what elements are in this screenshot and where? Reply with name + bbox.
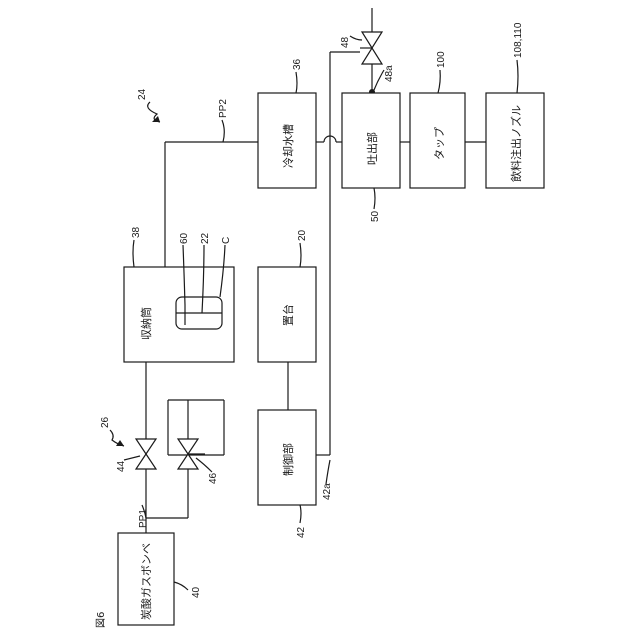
ref-100: 100 [436, 51, 447, 68]
storage-label: 収納筒 [139, 307, 153, 340]
nozzle-label: 飲料注出ノズル [509, 105, 523, 182]
ref-pp1: PP1 [138, 509, 149, 528]
figure-label: 図6 [95, 612, 107, 628]
ref-24: 24 [137, 88, 148, 100]
cooling-tank-block: 冷却水槽 [258, 93, 316, 188]
valve-44 [136, 439, 156, 469]
ref-60: 60 [179, 232, 190, 244]
ref-42a: 42a [322, 483, 333, 500]
valve-48 [360, 32, 382, 64]
control-block: 制御部 [258, 410, 316, 505]
stand-block: 置台 [258, 267, 316, 362]
ref-20: 20 [297, 229, 308, 241]
storage-block: 収納筒 [124, 267, 234, 362]
ref-108-110: 108,110 [513, 22, 524, 58]
co2-cylinder-block: 炭酸ガスボンベ [118, 533, 174, 625]
ref-50: 50 [370, 210, 381, 222]
ref-c: C [221, 237, 232, 244]
ref-26: 26 [100, 416, 111, 428]
ref-22: 22 [200, 232, 211, 244]
ref-44: 44 [116, 460, 127, 472]
ref-40: 40 [191, 586, 202, 598]
nozzle-block: 飲料注出ノズル [486, 93, 544, 188]
ref-42: 42 [296, 526, 307, 538]
valve-group-arrow [110, 430, 124, 446]
ref-pp2: PP2 [218, 99, 229, 118]
ref-38: 38 [131, 226, 142, 238]
ref-46: 46 [208, 472, 219, 484]
control-label: 制御部 [281, 443, 295, 476]
stand-label: 置台 [281, 304, 295, 326]
system-arrow [148, 102, 160, 122]
tap-label: タップ [433, 127, 446, 160]
valve-46 [178, 439, 205, 469]
co2-cylinder-label: 炭酸ガスボンベ [139, 543, 153, 620]
ref-48: 48 [340, 36, 351, 48]
tap-block: タップ [410, 93, 465, 188]
discharge-block: 吐出部 [342, 93, 400, 188]
discharge-label: 吐出部 [365, 132, 379, 165]
ref-36: 36 [292, 58, 303, 70]
cooling-tank-label: 冷却水槽 [282, 124, 295, 168]
ref-48a: 48a [384, 65, 395, 82]
